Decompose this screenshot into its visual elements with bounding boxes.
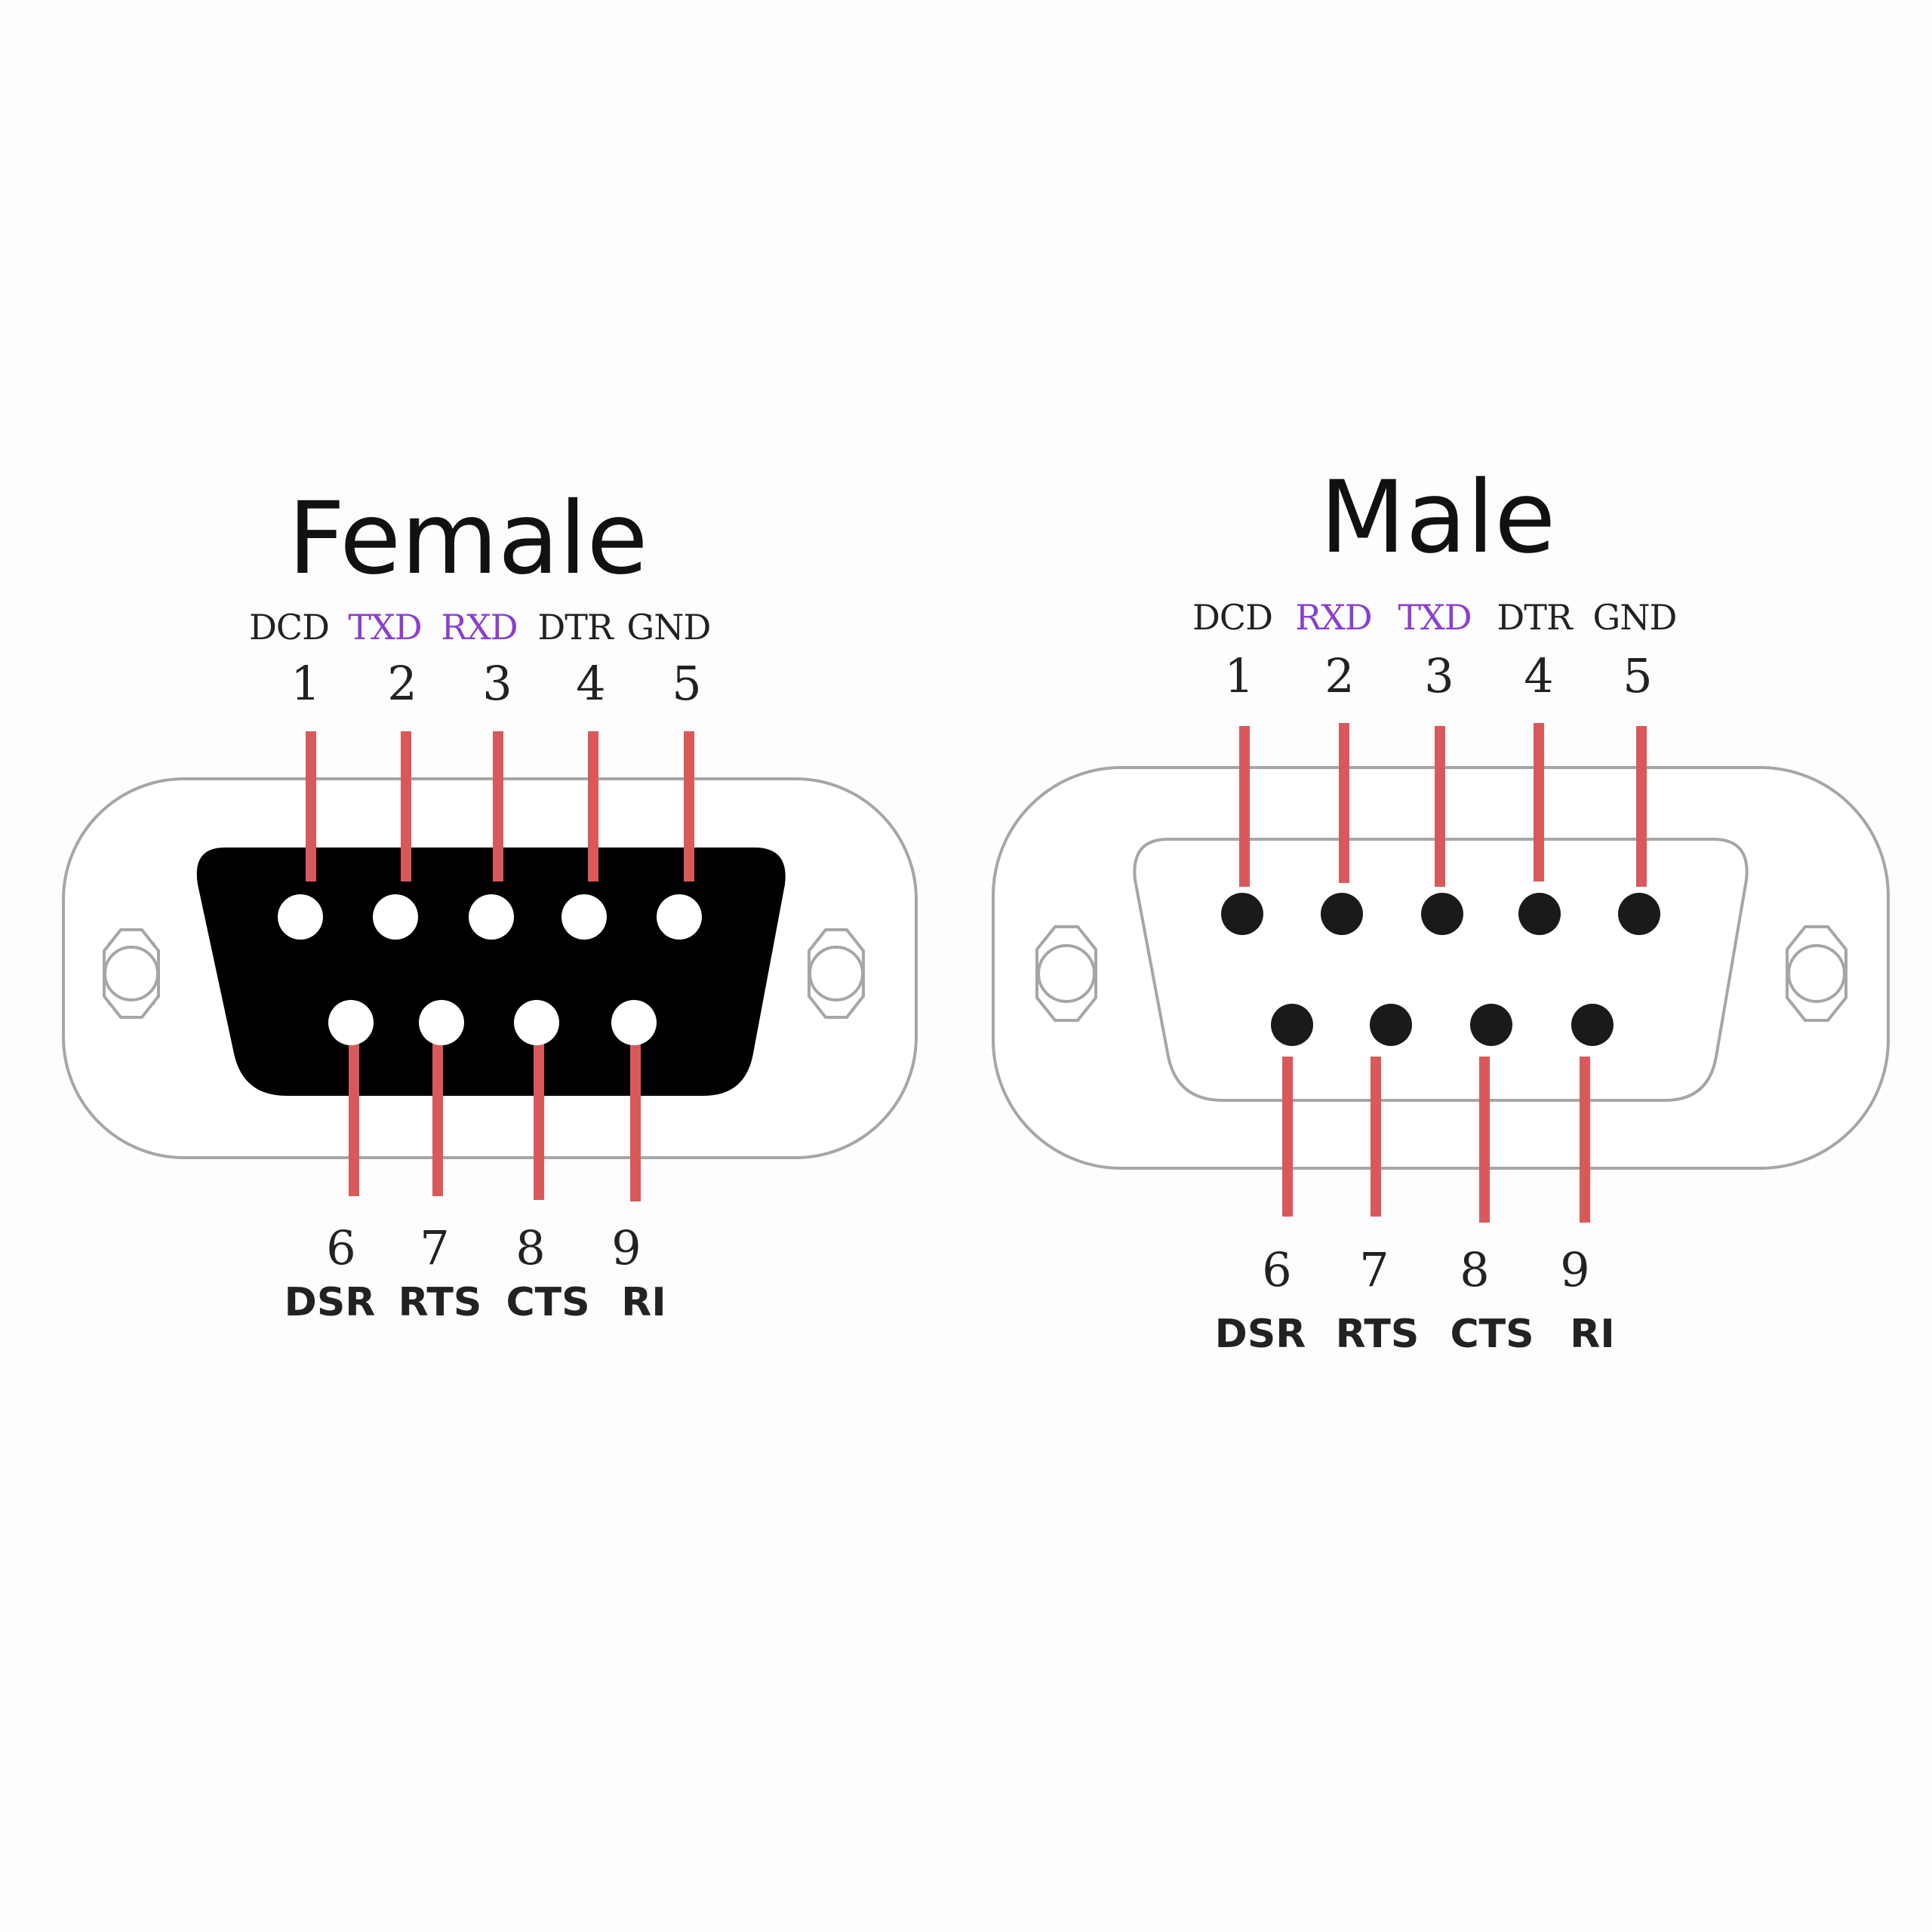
female-socket-1 [278, 894, 323, 940]
female-socket-4 [561, 894, 607, 940]
male-connector [992, 723, 1890, 1223]
male-num-5: 5 [1623, 648, 1653, 703]
female-right-screw [808, 928, 865, 1019]
male-signal-2: RXD [1295, 597, 1372, 638]
male-pin-2 [1321, 893, 1363, 935]
female-socket-7 [419, 1000, 464, 1045]
male-num-9: 9 [1560, 1242, 1590, 1297]
male-left-screw [1035, 925, 1097, 1022]
male-signal-1: DCD [1192, 597, 1273, 638]
male-title: Male [1319, 460, 1556, 576]
female-signal-3: RXD [441, 607, 518, 648]
male-signal-5: GND [1592, 597, 1678, 638]
male-pin-8 [1470, 1004, 1512, 1046]
male-right-screw [1786, 925, 1847, 1022]
female-num-3: 3 [482, 656, 512, 711]
female-num-6: 6 [326, 1220, 356, 1275]
female-num-9: 9 [611, 1220, 641, 1275]
female-signal-2: TXD [348, 607, 422, 648]
female-signal-7: RTS [398, 1280, 482, 1325]
female-socket-2 [373, 894, 418, 940]
female-insert [196, 848, 786, 1096]
male-pin-9 [1571, 1004, 1614, 1046]
female-signal-8: CTS [506, 1280, 590, 1325]
female-signal-6: DSR [284, 1280, 376, 1325]
female-left-screw [103, 928, 160, 1019]
female-socket-6 [328, 1000, 374, 1045]
female-signal-9: RI [621, 1280, 666, 1325]
male-signal-4: DTR [1497, 597, 1572, 638]
female-signal-1: DCD [249, 607, 330, 648]
male-num-2: 2 [1324, 648, 1355, 703]
male-signal-3: TXD [1398, 597, 1472, 638]
female-signal-4: DTR [537, 607, 613, 648]
male-pin-7 [1370, 1004, 1412, 1046]
male-num-7: 7 [1359, 1242, 1389, 1297]
male-signal-6: DSR [1214, 1312, 1306, 1357]
female-signal-5: GND [626, 607, 712, 648]
male-num-4: 4 [1524, 648, 1554, 703]
male-pin-3 [1421, 893, 1463, 935]
female-socket-9 [611, 1000, 657, 1045]
female-num-2: 2 [387, 656, 417, 711]
female-num-1: 1 [291, 656, 321, 711]
female-title: Female [288, 481, 648, 597]
female-num-7: 7 [420, 1220, 450, 1275]
male-num-3: 3 [1424, 648, 1454, 703]
female-socket-8 [514, 1000, 559, 1045]
male-signal-9: RI [1570, 1312, 1615, 1357]
female-num-8: 8 [515, 1220, 546, 1275]
male-pin-4 [1518, 893, 1561, 935]
male-num-8: 8 [1460, 1242, 1490, 1297]
male-signal-8: CTS [1450, 1312, 1534, 1357]
female-num-5: 5 [672, 656, 702, 711]
male-num-6: 6 [1262, 1242, 1292, 1297]
male-pin-6 [1271, 1004, 1313, 1046]
male-num-1: 1 [1224, 648, 1254, 703]
male-pin-1 [1221, 893, 1263, 935]
female-num-4: 4 [576, 656, 606, 711]
female-socket-3 [469, 894, 514, 940]
female-connector [62, 731, 918, 1201]
female-socket-5 [657, 894, 702, 940]
male-pin-5 [1618, 893, 1660, 935]
male-signal-7: RTS [1335, 1312, 1420, 1357]
